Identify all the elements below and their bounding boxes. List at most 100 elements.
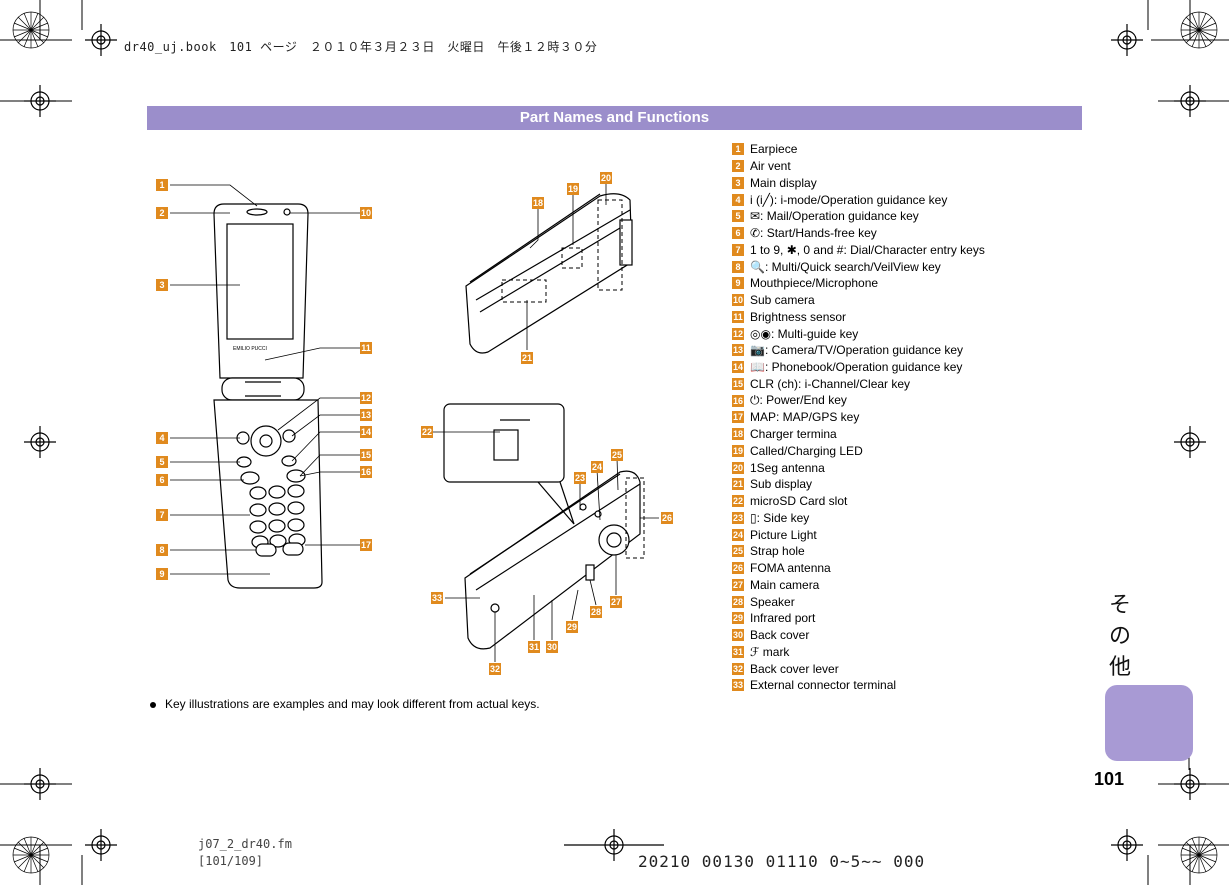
section-title: Part Names and Functions — [519, 109, 710, 126]
svg-text:7: 7 — [159, 510, 164, 520]
legend-label: Main display — [750, 175, 817, 190]
legend-label: 📷: Camera/TV/Operation guidance key — [750, 343, 964, 358]
legend-item: 27 Main camera — [732, 577, 1092, 594]
legend-label: Called/Charging LED — [750, 443, 863, 458]
svg-text:5: 5 — [159, 457, 164, 467]
legend-label: ◎◉: Multi-guide key — [750, 326, 859, 341]
svg-text:29: 29 — [567, 622, 577, 632]
svg-text:18: 18 — [533, 198, 543, 208]
callout-number: 16 — [732, 394, 744, 407]
legend-label: Back cover — [750, 628, 810, 643]
svg-text:31: 31 — [529, 642, 539, 652]
legend-label: 🔍: Multi/Quick search/VeilView key — [750, 259, 941, 274]
callout-number: 31 — [732, 645, 744, 658]
legend-label: Sub camera — [750, 293, 815, 308]
legend-item: 21 Sub display — [732, 476, 1092, 493]
legend-item: 14📖: Phonebook/Operation guidance key — [732, 359, 1092, 376]
legend-label: ℱ mark — [750, 644, 790, 659]
legend-label: Infrared port — [750, 611, 816, 626]
footer-code: 20210 00130 01110 0~5~~ 000 — [638, 852, 926, 871]
svg-text:14: 14 — [361, 427, 371, 437]
footer-pages: [101/109] — [198, 854, 264, 868]
legend-label: Main camera — [750, 577, 820, 592]
svg-text:26: 26 — [662, 513, 672, 523]
svg-text:28: 28 — [591, 607, 601, 617]
side-tab-block — [1105, 685, 1193, 761]
legend-item: 24 Picture Light — [732, 526, 1092, 543]
legend-label: Brightness sensor — [750, 309, 847, 324]
callout-number: 17 — [732, 411, 744, 424]
legend-label: Earpiece — [750, 142, 798, 157]
svg-text:25: 25 — [612, 450, 622, 460]
svg-text:EMILIO PUCCI: EMILIO PUCCI — [233, 346, 267, 352]
legend-item: 30 Back cover — [732, 627, 1092, 644]
callout-number: 10 — [732, 294, 744, 307]
legend-label: Back cover lever — [750, 661, 839, 676]
legend-label: 1Seg antenna — [750, 460, 825, 475]
legend-item: 16⏻: Power/End key — [732, 392, 1092, 409]
legend-item: 23▯: Side key — [732, 510, 1092, 527]
callout-number: 7 — [732, 243, 744, 256]
side-tab-char: の — [1108, 624, 1131, 649]
side-tab-char: そ — [1108, 593, 1131, 618]
callout-number: 29 — [732, 612, 744, 625]
legend-label: ✆: Start/Hands-free key — [750, 226, 877, 241]
section-title-bar: Part Names and Functions — [147, 106, 1082, 130]
svg-text:12: 12 — [361, 393, 371, 403]
callout-number: 3 — [732, 176, 744, 189]
svg-text:24: 24 — [592, 462, 602, 472]
svg-text:22: 22 — [422, 427, 432, 437]
callout-number: 5 — [732, 210, 744, 223]
callout-number: 32 — [732, 662, 744, 675]
callout-number: 21 — [732, 478, 744, 491]
legend-label: ✉: Mail/Operation guidance key — [750, 209, 919, 224]
callout-number: 24 — [732, 528, 744, 541]
svg-text:21: 21 — [522, 353, 532, 363]
callout-number: 13 — [732, 344, 744, 357]
callout-number: 2 — [732, 160, 744, 173]
svg-text:13: 13 — [361, 410, 371, 420]
legend-item: 3 Main display — [732, 175, 1092, 192]
legend-label: Mouthpiece/Microphone — [750, 276, 879, 291]
callout-number: 19 — [732, 444, 744, 457]
callout-number: 25 — [732, 545, 744, 558]
callout-number: 4 — [732, 193, 744, 206]
legend-item: 1 Earpiece — [732, 141, 1092, 158]
legend-label: CLR (ch): i-Channel/Clear key — [750, 376, 911, 391]
legend-item: 10 Sub camera — [732, 292, 1092, 309]
callout-number: 15 — [732, 377, 744, 390]
svg-text:9: 9 — [159, 569, 164, 579]
legend-label: Speaker — [750, 594, 795, 609]
legend-item: 32 Back cover lever — [732, 660, 1092, 677]
callout-number: 8 — [732, 260, 744, 273]
legend-label: Sub display — [750, 477, 813, 492]
callout-number: 30 — [732, 629, 744, 642]
callout-number: 27 — [732, 578, 744, 591]
note-text: Key illustrations are examples and may l… — [165, 697, 540, 711]
legend-item: 6✆: Start/Hands-free key — [732, 225, 1092, 242]
svg-text:10: 10 — [361, 208, 371, 218]
svg-text:16: 16 — [361, 467, 371, 477]
legend-item: 13 📷: Camera/TV/Operation guidance key — [732, 342, 1092, 359]
svg-text:4: 4 — [159, 433, 164, 443]
svg-text:30: 30 — [547, 642, 557, 652]
page-number: 101 — [1094, 769, 1125, 789]
callout-number: 1 — [732, 143, 744, 156]
svg-text:8: 8 — [159, 545, 164, 555]
callout-number: 14 — [732, 361, 744, 374]
legend-label: ▯: Side key — [750, 510, 810, 525]
callout-number: 20 — [732, 461, 744, 474]
legend-item: 20 1Seg antenna — [732, 459, 1092, 476]
legend-label: Picture Light — [750, 527, 817, 542]
svg-text:6: 6 — [159, 475, 164, 485]
